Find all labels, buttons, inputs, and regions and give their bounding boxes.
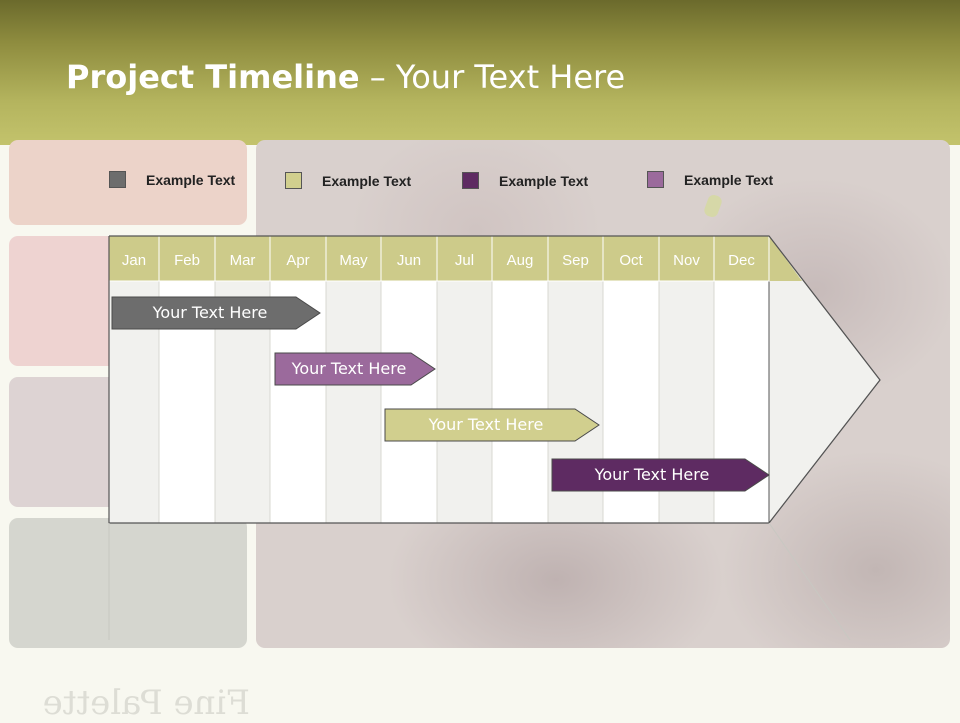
title-subtitle: – Your Text Here — [359, 58, 626, 96]
legend-swatch — [109, 171, 126, 188]
month-column — [326, 281, 381, 523]
month-label: Nov — [673, 252, 700, 269]
month-label: May — [339, 252, 368, 269]
timeline-outline — [108, 235, 881, 524]
side-panel-1 — [9, 140, 247, 225]
month-label: Apr — [286, 252, 309, 269]
task-bar-4 — [551, 458, 770, 492]
legend-swatch — [285, 172, 302, 189]
task-bar-label-1: Your Text Here — [152, 303, 268, 322]
title-bold: Project Timeline — [66, 58, 360, 96]
month-label: Oct — [619, 252, 643, 269]
month-label: Sep — [562, 252, 589, 269]
month-label: Jun — [397, 252, 421, 269]
legend-label: Example Text — [684, 172, 774, 188]
legend-label: Example Text — [322, 173, 412, 189]
task-bar-label-4: Your Text Here — [594, 465, 710, 484]
task-bar-2 — [274, 352, 436, 386]
month-label: Feb — [174, 252, 200, 269]
month-header-strip — [109, 236, 802, 281]
page-title: Project Timeline – Your Text Here — [66, 58, 625, 96]
month-label: Aug — [507, 252, 534, 269]
legend-label: Example Text — [499, 173, 589, 189]
task-bar-1 — [111, 296, 321, 330]
month-column — [437, 281, 492, 523]
month-label: Jan — [122, 252, 146, 269]
reflection-edge — [768, 522, 851, 641]
month-label: Mar — [230, 252, 256, 269]
month-label: Dec — [728, 252, 755, 269]
task-bar-3 — [384, 408, 600, 442]
side-panel-4 — [9, 518, 247, 648]
month-column — [492, 281, 548, 523]
task-bar-label-3: Your Text Here — [428, 415, 544, 434]
legend-label: Example Text — [146, 172, 236, 188]
legend-swatch — [647, 171, 664, 188]
month-column — [381, 281, 437, 523]
task-bar-label-2: Your Text Here — [291, 359, 407, 378]
month-label: Jul — [455, 252, 474, 269]
legend-swatch — [462, 172, 479, 189]
title-banner: Project Timeline – Your Text Here — [0, 0, 960, 145]
watermark: Fine Palette — [42, 683, 250, 723]
